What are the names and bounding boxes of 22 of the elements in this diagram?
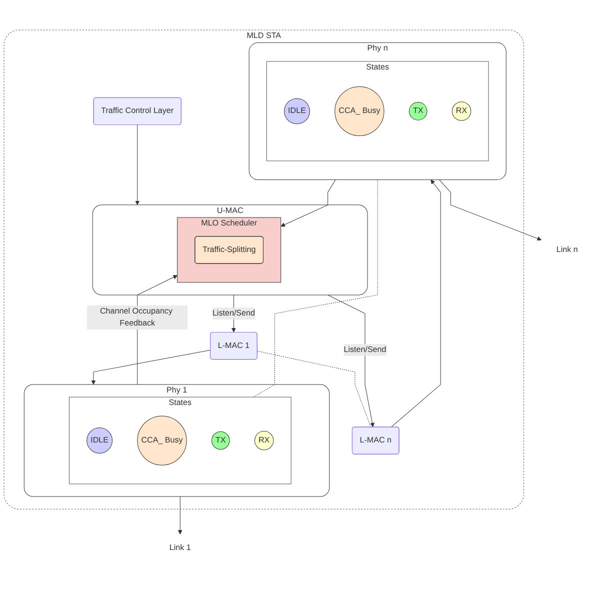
arrow bbox=[178, 496, 182, 535]
edge-label: Listen/Send bbox=[344, 346, 386, 354]
edge-label: Channel Occupancy Feedback bbox=[100, 307, 172, 328]
node-circle: CCA_ Busy bbox=[137, 416, 187, 466]
connector bbox=[253, 180, 378, 398]
arrow bbox=[280, 180, 336, 227]
connector bbox=[257, 351, 372, 428]
node-circle: CCA_ Busy bbox=[334, 86, 384, 136]
node-text: Link n bbox=[556, 246, 578, 254]
node-circle: IDLE bbox=[86, 428, 113, 454]
node-circle: IDLE bbox=[284, 98, 310, 124]
node-circle: TX bbox=[211, 432, 230, 450]
arrow bbox=[135, 124, 140, 206]
arrow bbox=[391, 180, 441, 428]
arrow bbox=[91, 350, 211, 385]
edge-label: Listen/Send bbox=[212, 309, 255, 318]
node-circle: RX bbox=[254, 431, 274, 450]
arrow bbox=[328, 294, 374, 428]
arrow bbox=[439, 180, 542, 241]
node-text: Link 1 bbox=[169, 544, 191, 552]
node-circle: TX bbox=[408, 102, 428, 121]
node-circle: RX bbox=[452, 102, 472, 122]
